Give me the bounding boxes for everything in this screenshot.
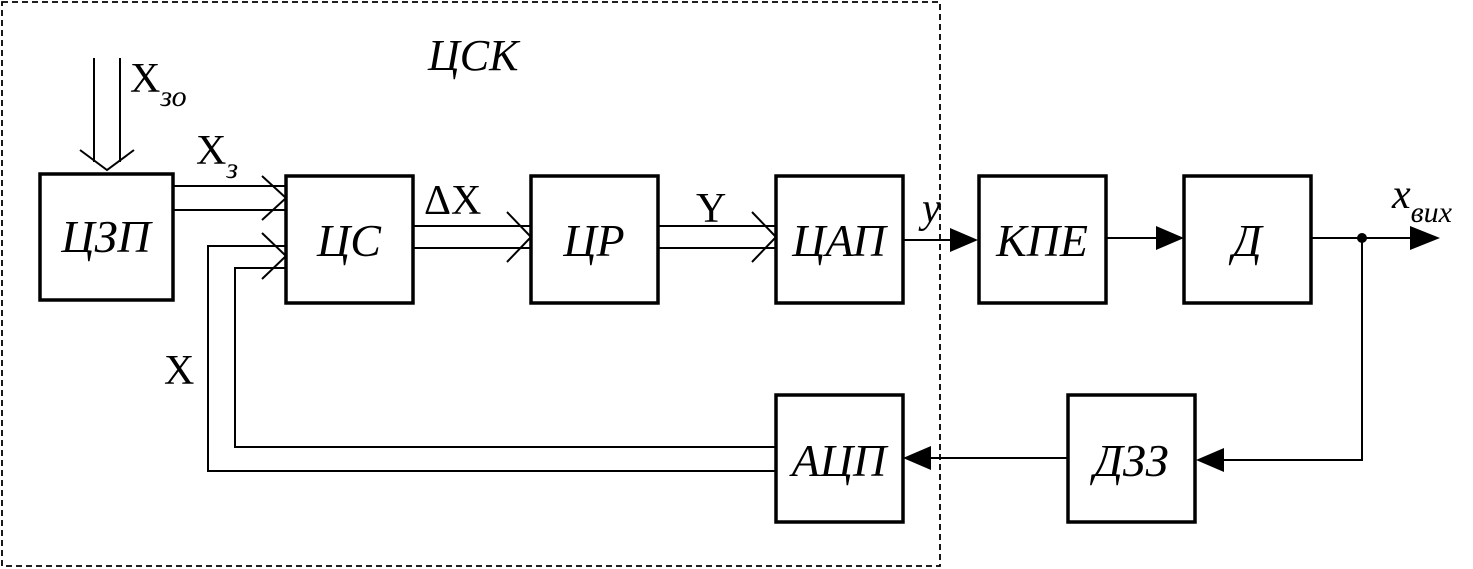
frame-label: ЦСК: [427, 31, 521, 80]
block-label-d: Д: [1228, 215, 1264, 266]
block-cs: ЦС: [284, 174, 415, 305]
block-label-czp: ЦЗП: [60, 211, 153, 262]
digital-system-frame: [1, 1, 941, 567]
signal-label-xz: Xз: [196, 128, 238, 185]
block-acp: АЦП: [774, 393, 905, 524]
signal-label-x-feedback: X: [164, 348, 194, 394]
block-cr: ЦР: [529, 174, 660, 305]
signal-label-xvyh: xвих: [1391, 172, 1453, 229]
output-connection: [1311, 226, 1440, 250]
block-dzz: ДЗЗ: [1066, 393, 1197, 524]
signal-label-y-lower: y: [918, 186, 941, 232]
block-label-kpe: КПЕ: [995, 215, 1088, 266]
block-d: Д: [1182, 174, 1313, 305]
block-label-cs: ЦС: [316, 215, 382, 266]
block-label-dzz: ДЗЗ: [1090, 435, 1169, 486]
signal-label-xzo: Xзо: [130, 56, 187, 113]
block-label-cap: ЦАП: [791, 215, 888, 266]
signal-label-y-upper: Y: [696, 186, 726, 232]
input-xzo-connection: [79, 58, 135, 172]
kpe-to-d-connection: [1106, 226, 1184, 250]
block-czp: ЦЗП: [38, 172, 175, 302]
block-kpe: КПЕ: [977, 174, 1108, 305]
y-analog-connection: [903, 228, 978, 252]
sensor-feedback-connection: [1196, 238, 1363, 472]
block-label-cr: ЦР: [562, 215, 624, 266]
signal-label-delta-x: ΔX: [424, 178, 481, 224]
block-label-acp: АЦП: [789, 435, 889, 486]
dzz-to-acp-connection: [903, 446, 1068, 470]
block-cap: ЦАП: [774, 174, 905, 305]
